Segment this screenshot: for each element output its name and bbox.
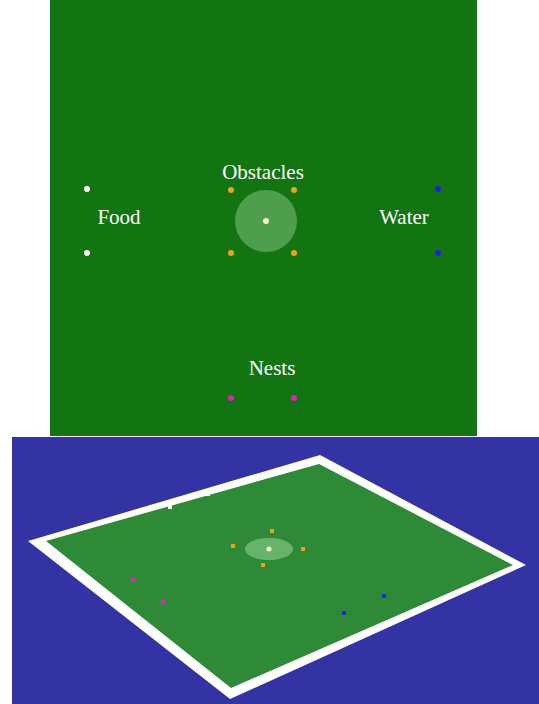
arena-wall <box>28 455 526 699</box>
obstacle-marker <box>291 187 297 193</box>
region-label: Obstacles <box>222 162 304 183</box>
water-marker <box>435 186 441 192</box>
central-zone <box>235 190 297 252</box>
obstacle-marker <box>301 547 305 551</box>
food-marker <box>84 186 90 192</box>
obstacle-marker <box>261 563 265 567</box>
food-marker <box>168 505 172 509</box>
region-label: Nests <box>249 358 296 379</box>
central-zone <box>245 538 293 560</box>
obstacle-marker <box>231 544 235 548</box>
nest-marker <box>131 578 135 582</box>
water-marker <box>382 594 386 598</box>
obstacle-marker <box>291 250 297 256</box>
water-marker <box>342 611 346 615</box>
arena-perspective-floor <box>46 464 513 688</box>
region-label: Water <box>379 207 429 228</box>
robot <box>267 547 272 552</box>
food-marker <box>206 492 210 496</box>
obstacle-marker <box>228 187 234 193</box>
nest-marker <box>228 395 234 401</box>
perspective-background <box>12 437 539 704</box>
nest-marker <box>161 600 165 604</box>
arena-top-view <box>50 0 477 436</box>
food-marker <box>84 250 90 256</box>
robot <box>263 218 269 224</box>
water-marker <box>435 250 441 256</box>
obstacle-marker <box>228 250 234 256</box>
nest-marker <box>291 395 297 401</box>
obstacle-marker <box>270 529 274 533</box>
region-label: Food <box>97 207 140 228</box>
